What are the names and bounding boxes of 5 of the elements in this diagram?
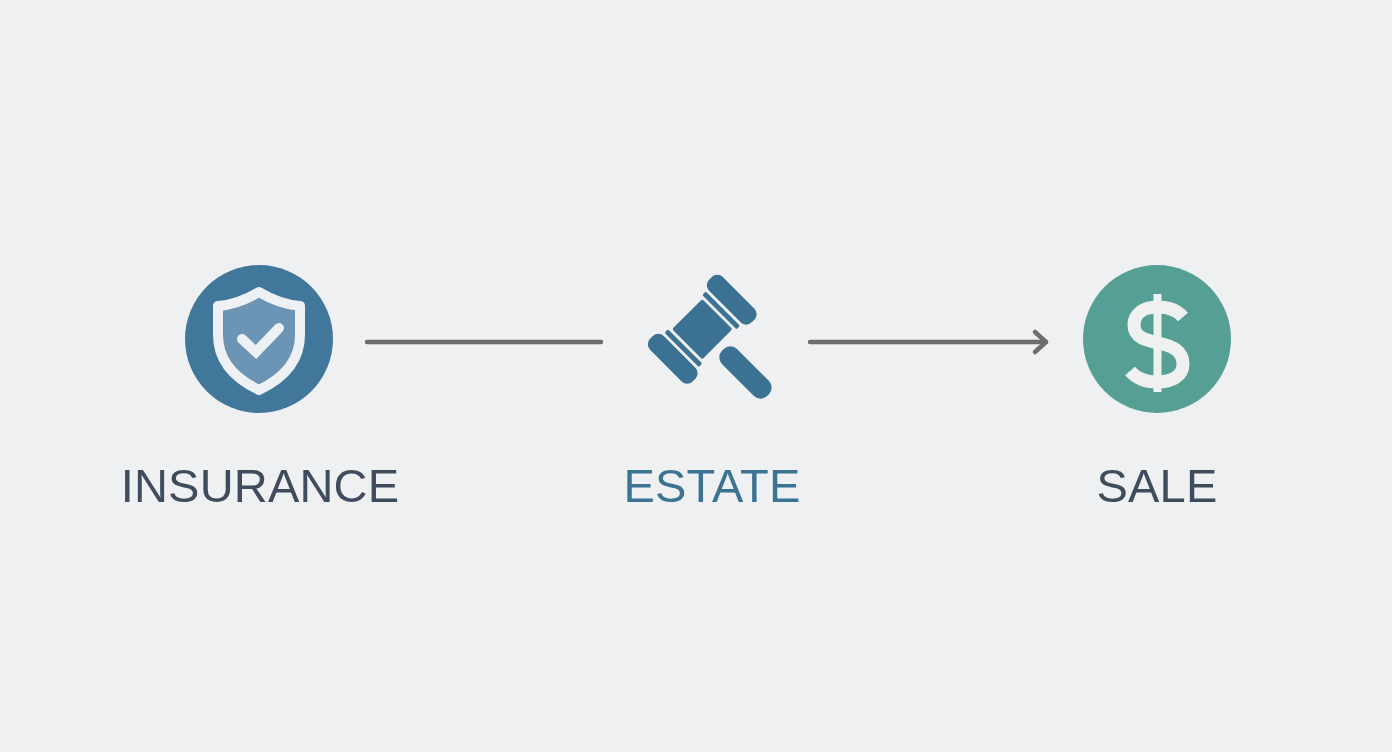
step-label: ESTATE	[622, 462, 802, 509]
step-label: INSURANCE	[119, 462, 401, 509]
connector-line	[364, 339, 604, 345]
step-label: SALE	[1095, 462, 1219, 509]
arrow	[807, 329, 1049, 355]
